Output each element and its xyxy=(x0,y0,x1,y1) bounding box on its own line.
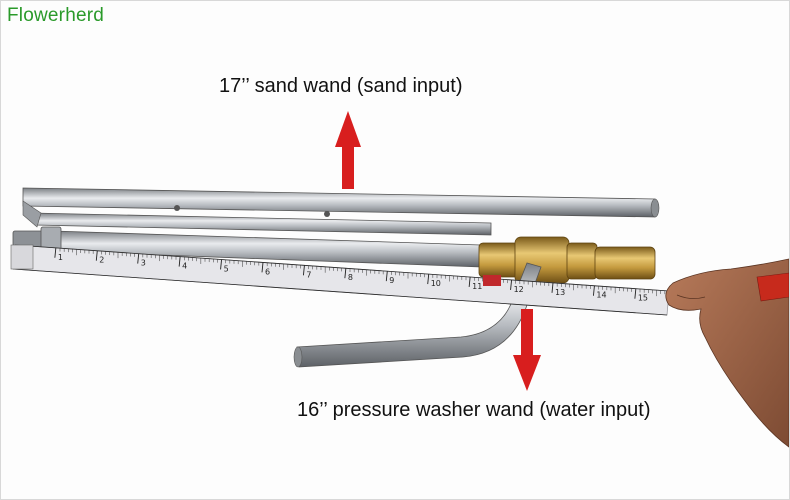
tape-tick-label: 11 xyxy=(472,282,482,291)
tape-tick xyxy=(427,274,430,285)
tape-tick xyxy=(634,288,637,299)
tape-tick-label: 9 xyxy=(389,276,394,285)
tape-tick-label: 10 xyxy=(431,279,441,288)
tape-tick xyxy=(510,279,513,290)
tape-tick xyxy=(178,256,181,267)
tape-tick xyxy=(344,268,347,279)
tape-tick-label: 5 xyxy=(224,264,229,273)
tape-tick-label: 6 xyxy=(265,267,270,276)
tape-tick xyxy=(592,285,595,296)
tape-tick-label: 8 xyxy=(348,273,353,282)
tape-tick-label: 15 xyxy=(638,294,648,303)
tape-tick xyxy=(220,259,223,270)
tape-tick-label: 7 xyxy=(306,270,311,279)
sand-wand-label: 17’’ sand wand (sand input) xyxy=(219,75,463,97)
tape-marker xyxy=(483,275,501,286)
tape-tick xyxy=(261,262,264,273)
tape-tick xyxy=(551,282,554,293)
brass-quick-connector xyxy=(478,236,656,284)
tape-tick-label: 14 xyxy=(596,291,606,300)
tape-tick-label: 4 xyxy=(182,262,187,271)
tape-tick xyxy=(468,276,471,288)
tape-tick xyxy=(54,247,57,258)
watermark-logo: Flowerherd xyxy=(7,5,105,26)
hand xyxy=(665,258,789,448)
sand-wand xyxy=(22,187,660,218)
tape-tick-label: 2 xyxy=(99,256,104,265)
arrow-down-icon xyxy=(513,309,541,391)
tape-tick xyxy=(95,250,98,261)
tape-tick-label: 1 xyxy=(58,253,63,262)
mixing-tube xyxy=(22,200,492,236)
pressure-washer-wand-label: 16’’ pressure washer wand (water input) xyxy=(297,399,651,421)
tape-tick-label: 12 xyxy=(514,285,524,294)
tape-tick-label: 3 xyxy=(141,259,146,268)
arrow-up-icon xyxy=(335,111,361,189)
tape-tick xyxy=(137,253,140,264)
tape-tick xyxy=(385,271,388,282)
tape-tick xyxy=(302,265,305,276)
tape-tick-label: 13 xyxy=(555,288,565,297)
